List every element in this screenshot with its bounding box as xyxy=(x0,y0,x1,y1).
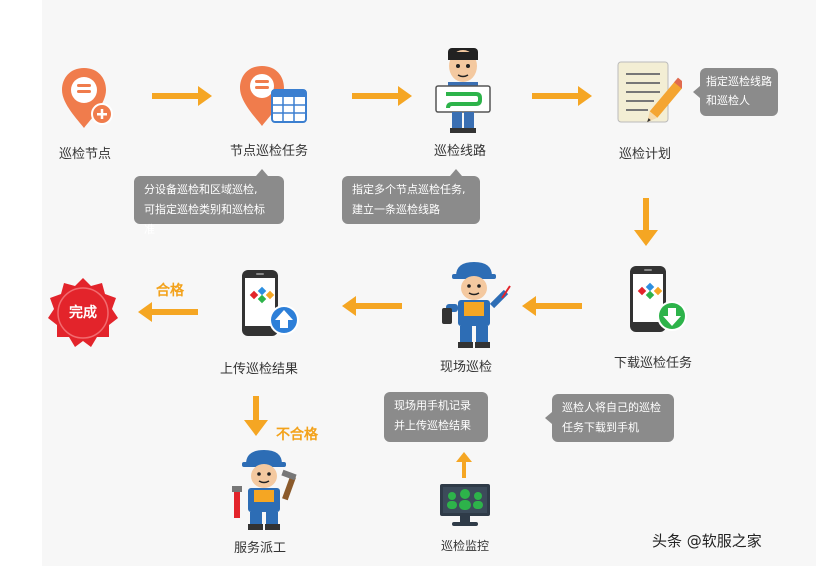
person-route-sign-icon xyxy=(435,48,491,133)
flow-arrow-left xyxy=(138,302,198,322)
node-label-inspection-route: 巡检线路 xyxy=(433,144,486,159)
note-text: 任务下载到手机 xyxy=(562,421,639,434)
note-tail xyxy=(693,86,700,98)
note-download: 巡检人将自己的巡检 任务下载到手机 xyxy=(545,394,674,442)
note-text: 巡检人将自己的巡检 xyxy=(562,401,661,414)
flow-arrow-left xyxy=(342,296,402,316)
node-label-node-task: 节点巡检任务 xyxy=(229,144,308,159)
note-tail xyxy=(450,169,462,176)
flow-arrow xyxy=(152,86,212,106)
node-label-inspection-monitor: 巡检监控 xyxy=(440,539,489,553)
node-label-download-task: 下载巡检任务 xyxy=(613,356,692,371)
note-tail xyxy=(545,412,552,424)
note-text: 和巡检人 xyxy=(706,94,750,107)
flow-arrow xyxy=(532,86,592,106)
worker-with-phone-icon xyxy=(442,262,511,348)
note-text: 分设备巡检和区域巡检, xyxy=(144,183,258,196)
flow-arrow-down xyxy=(244,396,268,436)
monitor-people-icon xyxy=(440,484,490,526)
watermark-text: 头条 @软服之家 xyxy=(652,532,762,550)
node-label-onsite-inspection: 现场巡检 xyxy=(439,360,492,375)
note-text: 并上传巡检结果 xyxy=(394,419,471,432)
note-onsite: 现场用手机记录 并上传巡检结果 xyxy=(384,392,488,442)
note-route: 指定多个节点巡检任务, 建立一条巡检线路 xyxy=(342,169,480,224)
note-text: 建立一条巡检线路 xyxy=(352,203,440,216)
edge-label-fail: 不合格 xyxy=(276,427,318,443)
note-text: 可指定巡检类别和巡检标准 xyxy=(144,203,265,236)
flow-arrow-down xyxy=(634,198,658,246)
node-label-inspection-node: 巡检节点 xyxy=(58,147,111,162)
node-label-inspection-plan: 巡检计划 xyxy=(618,147,671,162)
complete-badge-icon xyxy=(48,278,118,347)
location-pin-plus-icon xyxy=(62,68,113,128)
note-tail xyxy=(256,169,268,176)
note-node-task: 分设备巡检和区域巡检, 可指定巡检类别和巡检标准 xyxy=(134,169,284,236)
flow-arrow-up xyxy=(456,452,472,478)
note-text: 现场用手机记录 xyxy=(394,399,471,412)
note-text: 指定多个节点巡检任务, xyxy=(352,183,466,196)
flow-arrow-left xyxy=(522,296,582,316)
note-plan: 指定巡检线路 和巡检人 xyxy=(693,68,778,116)
phone-download-icon xyxy=(630,266,687,332)
note-text: 指定巡检线路 xyxy=(706,75,772,88)
node-label-complete: 完成 xyxy=(69,305,97,321)
notepad-pencil-icon xyxy=(617,61,682,123)
node-label-upload-result: 上传巡检结果 xyxy=(219,362,298,377)
node-label-service-dispatch: 服务派工 xyxy=(233,541,286,556)
worker-with-tools-icon xyxy=(232,450,297,530)
phone-upload-icon xyxy=(242,270,299,336)
flow-arrow xyxy=(352,86,412,106)
location-pin-table-icon xyxy=(240,66,307,126)
edge-label-pass: 合格 xyxy=(156,283,184,299)
